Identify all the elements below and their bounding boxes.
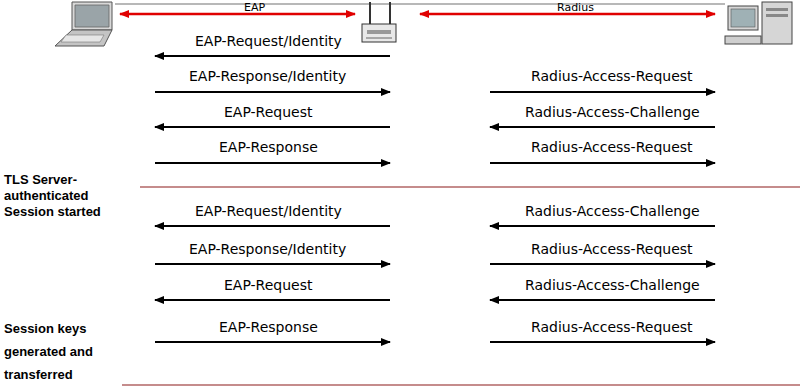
- message-label: EAP-Request: [224, 104, 312, 121]
- message-label: EAP-Response/Identity: [189, 241, 346, 258]
- message-label: Radius-Access-Challenge: [525, 104, 700, 121]
- message-label: Radius-Access-Request: [531, 319, 693, 336]
- message-label: EAP-Request/Identity: [195, 33, 342, 50]
- eap-span-arrow: [120, 13, 355, 16]
- radius-message-arrows: [490, 92, 715, 342]
- message-label: Radius-Access-Request: [531, 68, 693, 85]
- eap-message-arrows: [155, 56, 390, 342]
- phase-separator: [140, 186, 800, 187]
- message-label: Radius-Access-Request: [531, 139, 693, 156]
- message-label: Radius-Access-Challenge: [525, 203, 700, 220]
- access-point-icon: [362, 2, 396, 42]
- message-label: Radius-Access-Request: [531, 241, 693, 258]
- message-label: EAP-Request: [224, 277, 312, 294]
- link-line: [115, 3, 725, 5]
- laptop-icon: [55, 2, 112, 46]
- protocol-label: EAP: [244, 1, 265, 14]
- phase-note: Session keys generated and transferred: [4, 317, 116, 386]
- message-label: EAP-Response: [219, 319, 318, 336]
- message-label: Radius-Access-Challenge: [525, 277, 700, 294]
- message-label: EAP-Request/Identity: [195, 203, 342, 220]
- message-label: EAP-Response: [219, 139, 318, 156]
- phase-note: TLS Server-authenticated Session started: [4, 172, 116, 220]
- protocol-label: Radius: [557, 1, 594, 14]
- phase-separator: [122, 384, 800, 385]
- server-icon: [725, 2, 792, 44]
- message-label: EAP-Response/Identity: [189, 68, 346, 85]
